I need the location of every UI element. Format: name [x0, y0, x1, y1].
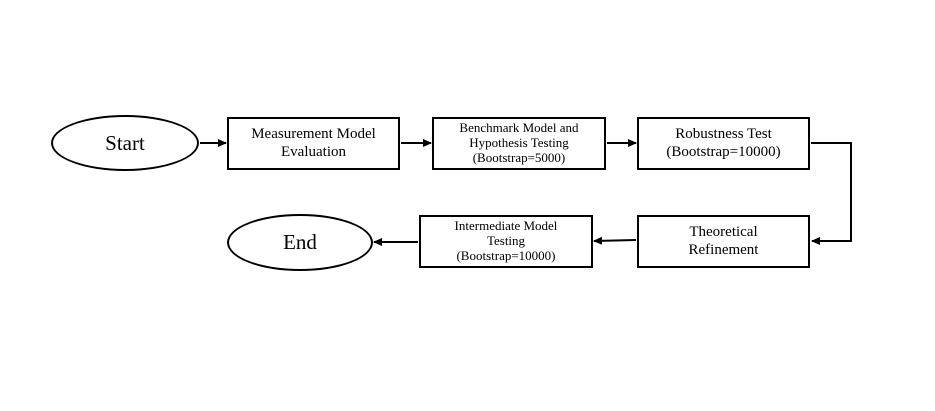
measurement-model-evaluation-box: Measurement Model Evaluation [227, 117, 400, 170]
intermediate-line-2: Testing [486, 233, 526, 249]
benchmark-line-2: Hypothesis Testing [469, 135, 569, 151]
intermediate-line-3: (Bootstrap=10000) [456, 247, 556, 263]
end-node: End [227, 214, 373, 271]
measurement-line-2: Evaluation [281, 143, 346, 160]
robustness-line-2: (Bootstrap=10000) [666, 143, 781, 160]
intermediate-line-1: Intermediate Model [454, 218, 558, 234]
end-label: End [283, 230, 317, 255]
theoretical-refinement-box: Theoretical Refinement [637, 215, 810, 268]
measurement-line-1: Measurement Model [251, 126, 376, 143]
benchmark-model-box: Benchmark Model and Hypothesis Testing (… [432, 117, 606, 170]
start-label: Start [105, 130, 145, 155]
intermediate-model-box: Intermediate Model Testing (Bootstrap=10… [419, 215, 593, 268]
start-node: Start [51, 115, 199, 171]
robustness-test-box: Robustness Test (Bootstrap=10000) [637, 117, 810, 170]
theoretical-line-1: Theoretical [689, 224, 758, 241]
arrow-theoretical-to-intermediate [593, 236, 637, 245]
arrow-robustness-to-theoretical [811, 142, 852, 245]
theoretical-line-2: Refinement [688, 241, 759, 258]
robustness-line-1: Robustness Test [675, 126, 772, 143]
benchmark-line-3: (Bootstrap=5000) [472, 149, 566, 165]
benchmark-line-1: Benchmark Model and [459, 120, 579, 136]
